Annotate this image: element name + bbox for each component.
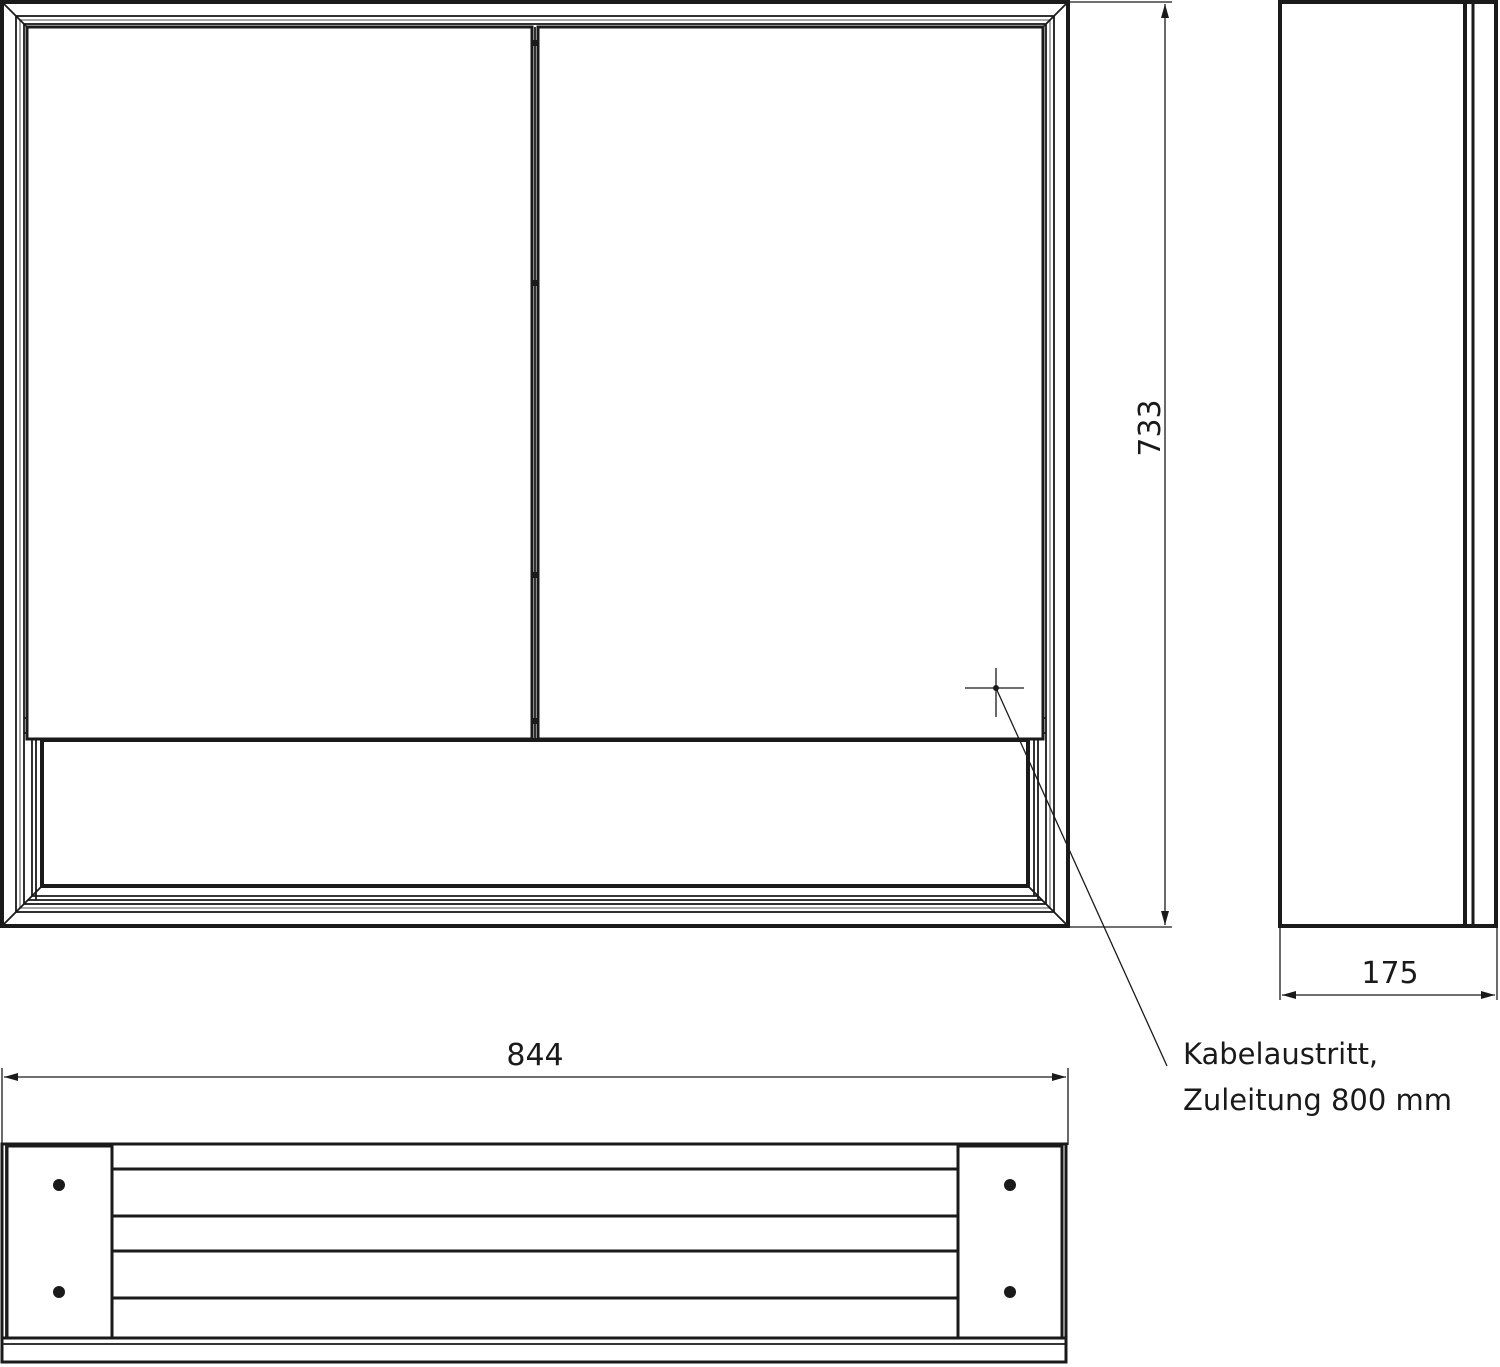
mounting-hole-icon: [1004, 1179, 1016, 1191]
frame-profile-3: [23, 23, 1047, 905]
frame-profile-2: [19, 19, 1051, 909]
hinge-mark-lower: [532, 572, 538, 578]
side-body: [1278, 0, 1498, 928]
annotation-line-1: Kabelaustritt,: [1183, 1037, 1378, 1071]
miter-top-left: [1, 1, 27, 27]
mounting-hole-icon: [53, 1286, 65, 1298]
depth-dimension: 175: [1279, 928, 1498, 1000]
left-door[interactable]: [25, 25, 534, 741]
right-mounting-block: [956, 1144, 1064, 1340]
cabinet-outer-frame: [0, 0, 1070, 928]
depth-dimension-label: 175: [1361, 956, 1418, 991]
right-door[interactable]: [536, 25, 1045, 741]
hinge-mark-upper: [532, 280, 538, 286]
side-view: [1278, 0, 1498, 928]
height-dimension-label: 733: [1133, 399, 1168, 456]
front-view: [0, 0, 1168, 1067]
mounting-hole-icon: [53, 1179, 65, 1191]
cable-exit-leader-line: [995, 687, 1168, 1067]
miter-top-right: [1043, 1, 1069, 27]
width-dimension-label: 844: [506, 1038, 563, 1073]
cable-exit-annotation: Kabelaustritt, Zuleitung 800 mm: [1183, 1037, 1452, 1117]
mounting-hole-icon: [1004, 1286, 1016, 1298]
open-shelf-niche: [40, 738, 1030, 888]
top-view: [0, 1142, 1068, 1364]
frame-profile-1: [15, 15, 1055, 913]
cable-exit-marker-icon: [965, 668, 1024, 717]
hinge-mark-top: [532, 40, 538, 46]
hinge-mark-bottom: [532, 718, 538, 724]
annotation-line-2: Zuleitung 800 mm: [1183, 1083, 1452, 1117]
height-dimension: 733: [1068, 1, 1172, 928]
width-dimension: 844: [1, 1038, 1069, 1145]
left-mounting-block: [5, 1144, 114, 1340]
top-view-outline: [0, 1142, 1068, 1364]
